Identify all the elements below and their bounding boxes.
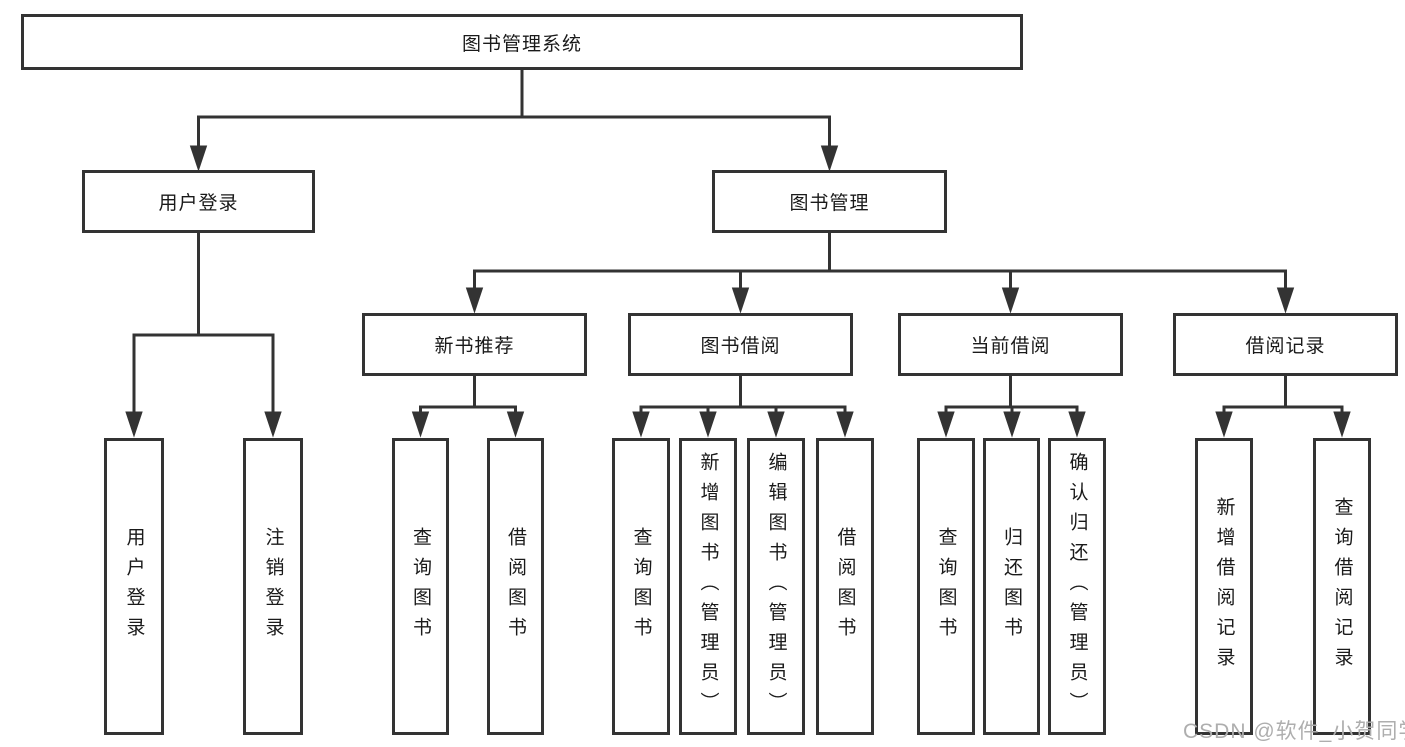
connector-book-borrow-to-leaves bbox=[632, 376, 854, 438]
leaf-add-book-admin: 新增图书（管理员） bbox=[679, 438, 737, 735]
leaf-add-borrow-record: 新增借阅记录 bbox=[1195, 438, 1253, 735]
connector-new-book-recommend-to-leaves bbox=[411, 376, 525, 438]
leaf-query-borrow-record: 查询借阅记录 bbox=[1313, 438, 1371, 735]
leaf-user-login: 用户登录 bbox=[104, 438, 164, 735]
node-current-borrow: 当前借阅 bbox=[898, 313, 1123, 376]
leaf-return-books: 归还图书 bbox=[983, 438, 1040, 735]
leaf-edit-book-admin-label: 编辑图书（管理员） bbox=[765, 451, 787, 722]
leaf-confirm-return-admin-label: 确认归还（管理员） bbox=[1066, 451, 1088, 722]
leaf-add-book-admin-label: 新增图书（管理员） bbox=[697, 451, 719, 722]
node-book-management-system: 图书管理系统 bbox=[21, 14, 1023, 70]
leaf-confirm-return-admin: 确认归还（管理员） bbox=[1048, 438, 1106, 735]
leaf-return-books-label: 归还图书 bbox=[1001, 526, 1022, 647]
node-user-login: 用户登录 bbox=[82, 170, 315, 233]
leaf-add-borrow-record-label: 新增借阅记录 bbox=[1213, 496, 1235, 677]
leaf-borrow-books-label: 借阅图书 bbox=[834, 526, 856, 647]
node-borrow-records: 借阅记录 bbox=[1173, 313, 1398, 376]
leaf-query-books-borrow-label: 查询图书 bbox=[630, 526, 652, 647]
leaf-borrow-books: 借阅图书 bbox=[816, 438, 874, 735]
leaf-query-books-recommend: 查询图书 bbox=[392, 438, 449, 735]
leaf-query-borrow-record-label: 查询借阅记录 bbox=[1331, 496, 1353, 677]
connector-current-borrow-to-leaves bbox=[937, 376, 1086, 438]
leaf-logout: 注销登录 bbox=[243, 438, 303, 735]
connector-user-login-to-leaves bbox=[125, 233, 282, 438]
node-new-book-recommend: 新书推荐 bbox=[362, 313, 587, 376]
leaf-logout-label: 注销登录 bbox=[262, 526, 284, 647]
leaf-edit-book-admin: 编辑图书（管理员） bbox=[747, 438, 805, 735]
leaf-borrow-books-recommend: 借阅图书 bbox=[487, 438, 544, 735]
watermark: CSDN @软件_小贺同学 bbox=[1183, 720, 1405, 743]
connector-borrow-records-to-leaves bbox=[1215, 376, 1351, 438]
connector-book-management-to-modules bbox=[465, 233, 1295, 314]
leaf-query-books-current-label: 查询图书 bbox=[935, 526, 957, 647]
leaf-query-books-current: 查询图书 bbox=[917, 438, 975, 735]
leaf-user-login-label: 用户登录 bbox=[123, 526, 145, 647]
leaf-borrow-books-recommend-label: 借阅图书 bbox=[505, 526, 526, 647]
leaf-query-books-borrow: 查询图书 bbox=[612, 438, 670, 735]
node-book-management: 图书管理 bbox=[712, 170, 947, 233]
node-book-borrow: 图书借阅 bbox=[628, 313, 853, 376]
leaf-query-books-recommend-label: 查询图书 bbox=[410, 526, 431, 647]
connector-root-to-branches bbox=[189, 69, 839, 172]
